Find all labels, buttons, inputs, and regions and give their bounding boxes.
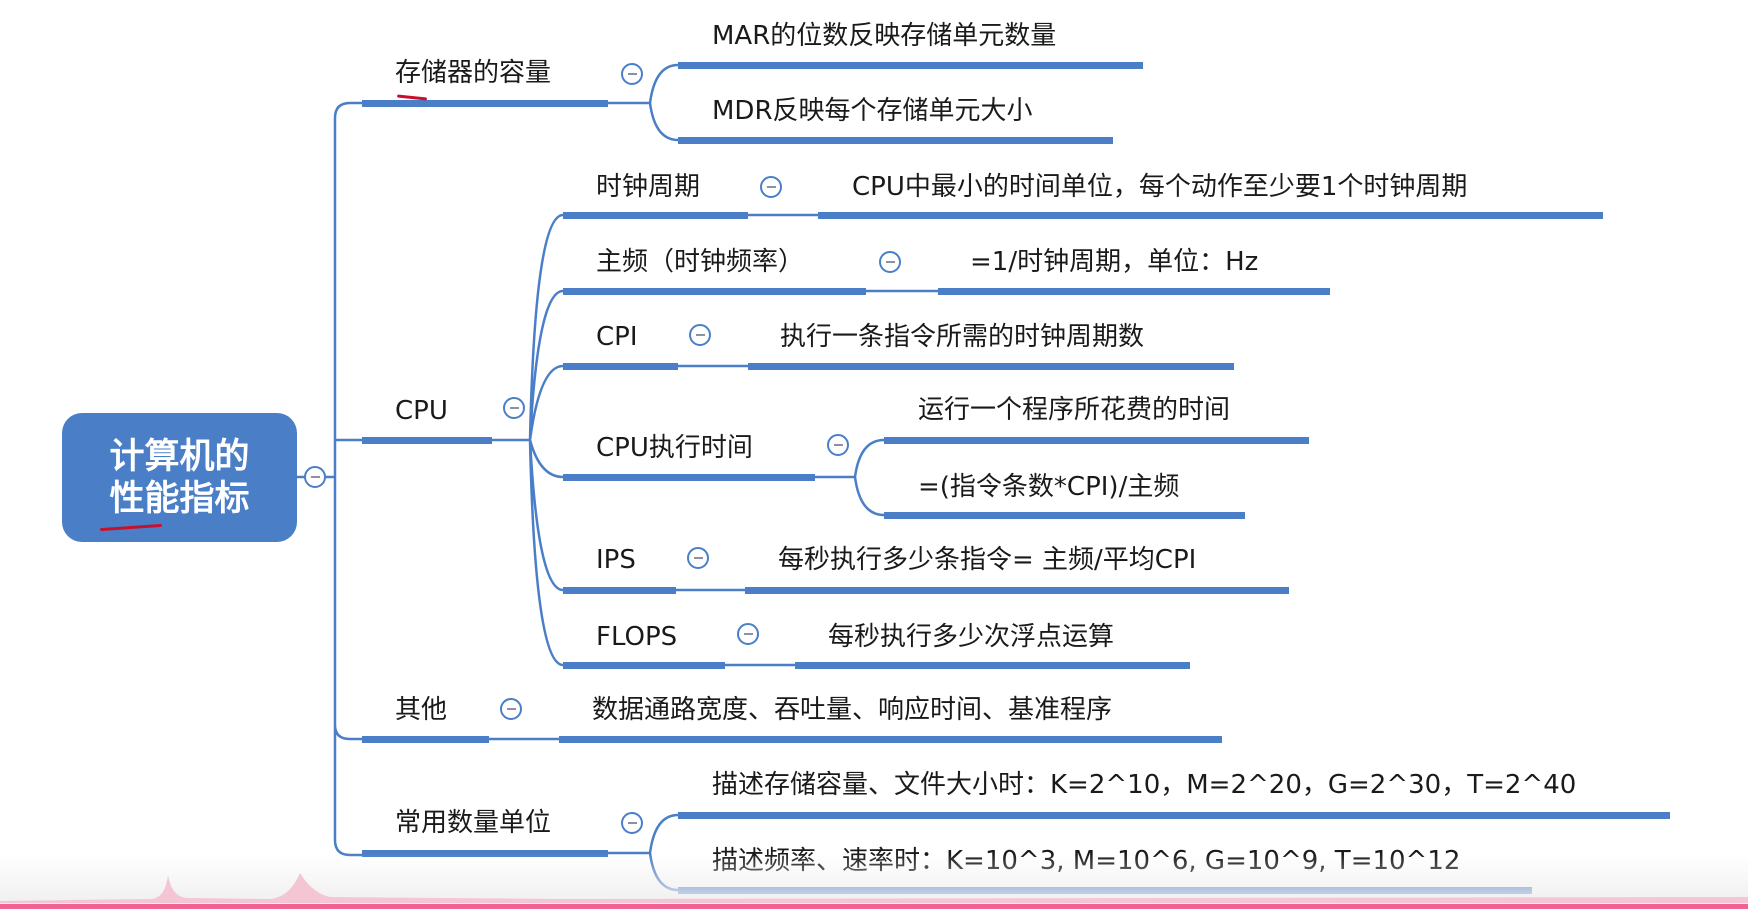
minus-icon xyxy=(627,822,637,824)
topic-frequency-desc[interactable]: =1/时钟周期，单位：Hz xyxy=(970,247,1259,277)
video-progress-overlay xyxy=(0,854,1748,909)
collapse-toggle-clock-cycle[interactable] xyxy=(760,176,782,198)
topic-bar xyxy=(563,587,676,594)
minus-icon xyxy=(695,334,705,336)
topic-clock-cycle[interactable]: 时钟周期 xyxy=(596,172,701,202)
collapse-toggle-frequency[interactable] xyxy=(879,251,901,273)
connector-memory xyxy=(608,63,679,142)
minus-icon xyxy=(627,73,637,75)
progress-bar[interactable] xyxy=(0,904,1748,909)
minus-icon xyxy=(509,407,519,409)
collapse-toggle-units[interactable] xyxy=(621,812,643,834)
topic-bar xyxy=(362,850,608,857)
minus-icon xyxy=(310,476,320,478)
collapse-toggle-root[interactable] xyxy=(304,466,326,488)
topic-exec-time-desc1[interactable]: 运行一个程序所花费的时间 xyxy=(918,395,1231,425)
topic-mdr[interactable]: MDR反映每个存储单元大小 xyxy=(712,96,1033,126)
topic-cpi-desc[interactable]: 执行一条指令所需的时钟周期数 xyxy=(780,322,1145,352)
topic-units-storage[interactable]: 描述存储容量、文件大小时：K=2^10，M=2^20，G=2^30，T=2^40 xyxy=(712,770,1577,800)
minus-icon xyxy=(833,444,843,446)
minus-icon xyxy=(506,708,516,710)
root-title-line1: 计算机的 xyxy=(109,436,250,477)
collapse-toggle-memory[interactable] xyxy=(621,63,643,85)
topic-bar xyxy=(748,363,1234,370)
topic-other[interactable]: 其他 xyxy=(395,695,448,725)
topic-bar xyxy=(563,363,678,370)
connector-trunk xyxy=(333,101,362,857)
topic-exec-time-desc2[interactable]: =(指令条数*CPI)/主频 xyxy=(918,472,1180,502)
minus-icon xyxy=(743,633,753,635)
minus-icon xyxy=(766,186,776,188)
topic-other-desc[interactable]: 数据通路宽度、吞吐量、响应时间、基准程序 xyxy=(592,695,1113,725)
collapse-toggle-flops[interactable] xyxy=(737,623,759,645)
topic-bar xyxy=(362,437,492,444)
topic-frequency[interactable]: 主频（时钟频率） xyxy=(596,247,805,277)
collapse-toggle-cpi[interactable] xyxy=(689,324,711,346)
topic-bar xyxy=(678,137,1113,144)
topic-ips-desc[interactable]: 每秒执行多少条指令= 主频/平均CPI xyxy=(778,545,1197,575)
connector-cpu xyxy=(492,213,564,667)
topic-flops[interactable]: FLOPS xyxy=(596,622,678,652)
topic-bar xyxy=(563,212,748,219)
topic-bar xyxy=(559,736,1222,743)
topic-units[interactable]: 常用数量单位 xyxy=(395,808,552,838)
collapse-toggle-exec-time[interactable] xyxy=(827,434,849,456)
topic-flops-desc[interactable]: 每秒执行多少次浮点运算 xyxy=(828,622,1115,652)
topic-bar xyxy=(795,662,1190,669)
topic-bar xyxy=(678,62,1143,69)
topic-bar xyxy=(938,288,1330,295)
topic-bar xyxy=(745,587,1289,594)
topic-cpi[interactable]: CPI xyxy=(596,322,638,352)
audio-waveform xyxy=(0,873,1748,903)
collapse-toggle-ips[interactable] xyxy=(687,547,709,569)
collapse-toggle-other[interactable] xyxy=(500,698,522,720)
topic-cpu[interactable]: CPU xyxy=(395,396,448,426)
topic-bar xyxy=(563,662,725,669)
topic-bar xyxy=(362,736,489,743)
collapse-toggle-cpu[interactable] xyxy=(503,397,525,419)
topic-bar xyxy=(362,100,608,107)
minus-icon xyxy=(885,261,895,263)
topic-bar xyxy=(678,812,1670,819)
topic-clock-cycle-desc[interactable]: CPU中最小的时间单位，每个动作至少要1个时钟周期 xyxy=(852,172,1468,202)
topic-bar xyxy=(884,512,1245,519)
topic-bar xyxy=(563,288,866,295)
topic-memory-capacity[interactable]: 存储器的容量 xyxy=(395,58,552,88)
topic-bar xyxy=(818,212,1603,219)
root-title-line2: 性能指标 xyxy=(109,478,250,519)
topic-mar[interactable]: MAR的位数反映存储单元数量 xyxy=(712,21,1057,51)
topic-bar xyxy=(563,474,815,481)
root-topic[interactable]: 计算机的 性能指标 xyxy=(62,413,297,542)
topic-ips[interactable]: IPS xyxy=(596,545,636,575)
topic-bar xyxy=(884,437,1309,444)
topic-exec-time[interactable]: CPU执行时间 xyxy=(596,433,753,463)
minus-icon xyxy=(693,557,703,559)
